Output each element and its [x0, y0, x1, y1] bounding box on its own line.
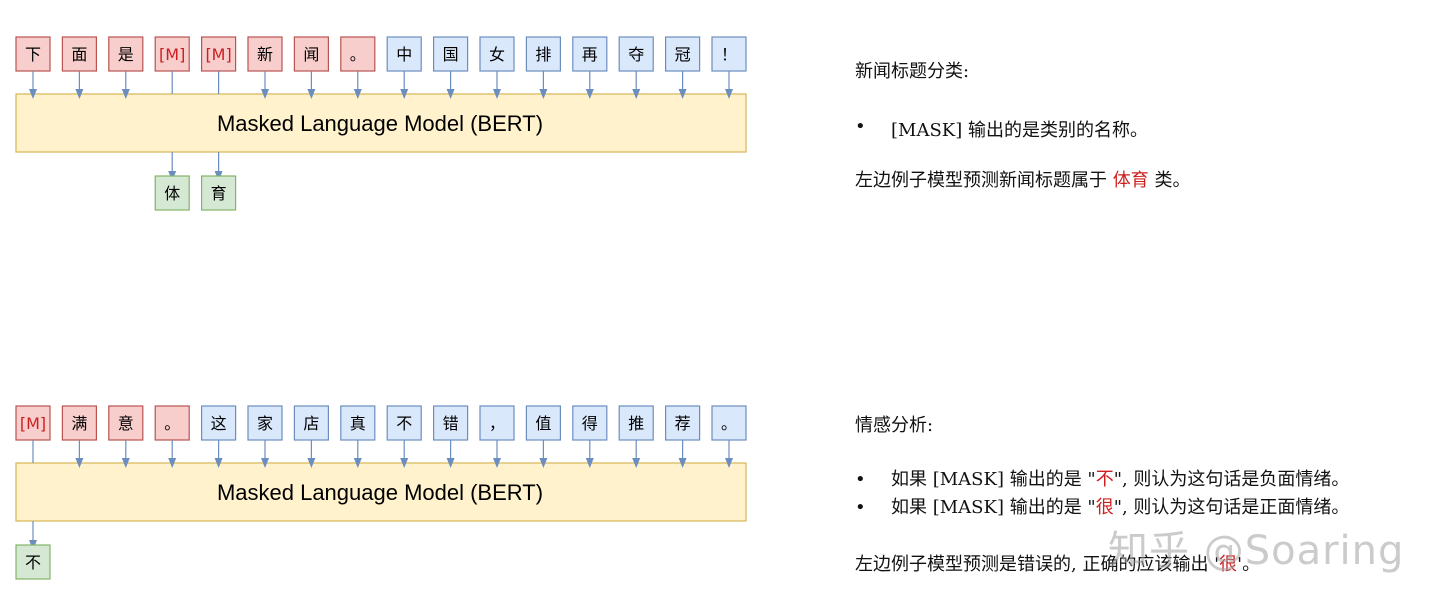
model-label: Masked Language Model (BERT): [217, 480, 543, 505]
bullet-positive-suffix: ", 则认为这句话是正面情绪。: [1113, 497, 1350, 518]
mask-token-label: [M]: [205, 45, 231, 64]
sentiment-note-bullet-positive: 如果 [MASK] 输出的是 "很", 则认为这句话是正面情绪。: [855, 494, 1440, 522]
token-label: 下: [25, 45, 41, 64]
token-label: 夺: [628, 45, 644, 64]
token-label: 是: [118, 45, 134, 64]
mask-token-box: [15, 405, 51, 441]
bullet-positive-prefix: 如果 [MASK] 输出的是 ": [891, 497, 1096, 518]
token-label: 真: [350, 414, 366, 433]
token-box: [386, 405, 422, 441]
token-box: [572, 405, 608, 441]
model-box: [15, 462, 747, 522]
output-token-label: 不: [25, 553, 41, 572]
token-label: 。: [164, 414, 180, 433]
output-token-box: [154, 175, 190, 211]
news-note-bullets: [MASK] 输出的是类别的名称。: [855, 116, 1440, 142]
sentiment-note-title: 情感分析:: [855, 415, 934, 436]
token-box: [293, 405, 329, 441]
token-label: 不: [396, 414, 412, 433]
token-label: 冠: [675, 45, 691, 64]
token-box: [108, 405, 144, 441]
token-box: [340, 36, 376, 72]
token-label: 值: [535, 414, 551, 433]
token-label: 新: [257, 45, 273, 64]
token-box: [525, 36, 562, 72]
token-label: 这: [211, 414, 227, 433]
bullet-positive-highlight: 很: [1095, 497, 1114, 518]
token-box: [61, 405, 98, 441]
token-box: [386, 36, 422, 72]
bullet-negative-highlight: 不: [1095, 469, 1114, 490]
model-box: [15, 93, 747, 153]
token-label: 闻: [303, 45, 319, 64]
token-label: 得: [582, 414, 598, 433]
sentiment-note-conclusion: 左边例子模型预测是错误的, 正确的应该输出 '很'。: [855, 550, 1440, 576]
sentiment-conclusion-highlight: 很: [1219, 554, 1238, 575]
mask-token-label: [M]: [20, 414, 46, 433]
token-label: 再: [582, 45, 598, 64]
token-box: [479, 36, 515, 72]
token-label: 满: [71, 414, 87, 433]
token-label: 家: [257, 414, 273, 433]
news-classification-note: 新闻标题分类: [MASK] 输出的是类别的名称。 左边例子模型预测新闻标题属于…: [855, 57, 1440, 192]
token-box: [15, 36, 51, 72]
token-label: 意: [118, 414, 134, 433]
sentiment-analysis-note: 情感分析: 如果 [MASK] 输出的是 "不", 则认为这句话是负面情绪。 如…: [855, 411, 1440, 576]
token-label: 女: [489, 45, 505, 64]
news-conclusion-prefix: 左边例子模型预测新闻标题属于: [855, 170, 1113, 191]
news-note-conclusion: 左边例子模型预测新闻标题属于 体育 类。: [855, 166, 1440, 192]
token-box: [433, 405, 469, 441]
output-token-label: 育: [211, 184, 227, 203]
sentiment-conclusion-suffix: '。: [1237, 554, 1261, 575]
token-label: ！: [721, 45, 737, 64]
token-box: [340, 405, 376, 441]
token-box: [154, 405, 190, 441]
token-box: [618, 36, 654, 72]
sentiment-conclusion-prefix: 左边例子模型预测是错误的, 正确的应该输出 ': [855, 554, 1220, 575]
token-label: 中: [396, 45, 412, 64]
news-conclusion-suffix: 类。: [1148, 170, 1191, 191]
token-label: 错: [443, 414, 459, 433]
mask-token-label: [M]: [159, 45, 185, 64]
token-box: [108, 36, 144, 72]
news-note-bullet: [MASK] 输出的是类别的名称。: [855, 116, 1440, 142]
token-box: [664, 405, 701, 441]
model-label: Masked Language Model (BERT): [217, 111, 543, 136]
token-label: 荐: [675, 414, 691, 433]
token-label: 国: [443, 45, 459, 64]
token-label: 。: [350, 45, 366, 64]
token-label: 推: [628, 414, 644, 433]
mask-token-box: [201, 36, 237, 72]
news-note-title: 新闻标题分类:: [855, 61, 970, 82]
token-label: 排: [535, 45, 551, 64]
bullet-negative-prefix: 如果 [MASK] 输出的是 ": [891, 469, 1096, 490]
bullet-negative-suffix: ", 则认为这句话是负面情绪。: [1113, 469, 1350, 490]
token-box: [711, 36, 747, 72]
zhihu-watermark: 知乎 @Soaring: [1108, 528, 1405, 574]
sentiment-note-bullet-negative: 如果 [MASK] 输出的是 "不", 则认为这句话是负面情绪。: [855, 466, 1440, 494]
output-token-box: [201, 175, 237, 211]
token-label: 面: [71, 45, 87, 64]
token-box: [525, 405, 562, 441]
sentiment-note-bullets: 如果 [MASK] 输出的是 "不", 则认为这句话是负面情绪。 如果 [MAS…: [855, 466, 1440, 522]
token-label: 。: [721, 414, 737, 433]
mask-token-box: [154, 36, 190, 72]
news-conclusion-highlight: 体育: [1112, 170, 1149, 191]
token-box: [61, 36, 98, 72]
token-label: 店: [303, 414, 319, 433]
output-token-box: [15, 544, 51, 580]
token-label: ，: [489, 414, 505, 433]
output-token-label: 体: [164, 184, 180, 203]
